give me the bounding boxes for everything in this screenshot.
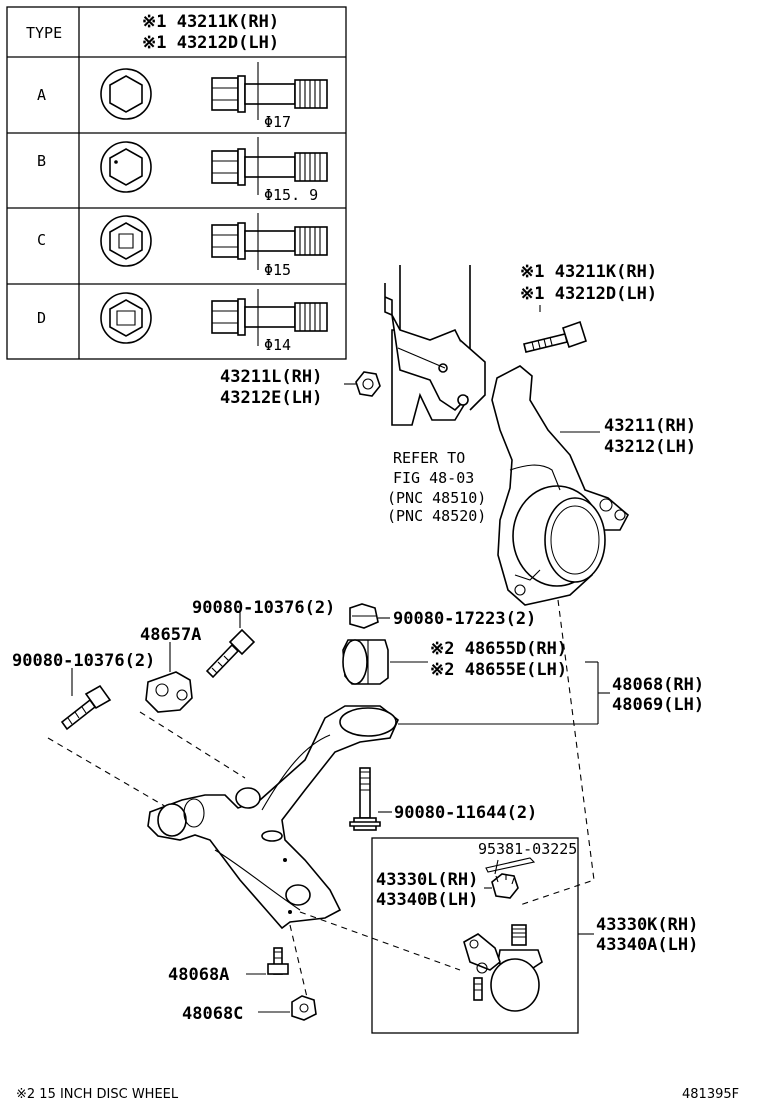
bushing-icon — [342, 639, 389, 685]
table-header-part-lh: ※1 43212D(LH) — [142, 33, 279, 53]
footer-note: ※2 15 INCH DISC WHEEL — [16, 1087, 179, 1102]
callout-cotter-pin: 95381-03225 — [478, 840, 577, 858]
castle-nut-icon — [491, 873, 519, 899]
bolt-side-view-icon — [211, 289, 328, 346]
arm-bolt-icon — [349, 767, 381, 831]
diameter-label: Φ14 — [264, 336, 291, 354]
callout-bolt-10376-left: 90080-10376(2) — [12, 651, 155, 671]
bracket-icon — [145, 671, 193, 713]
bolt-side-view-icon — [211, 137, 328, 195]
hex-head-end-view-icon — [100, 215, 152, 267]
strut-nut-icon — [355, 371, 381, 397]
type-label: B — [37, 152, 46, 170]
hex-head-end-view-icon — [100, 141, 152, 193]
callout-arm-rh: 48068(RH) — [612, 675, 704, 695]
strut-bolt-icon — [523, 320, 587, 353]
table-header-type: TYPE — [26, 24, 62, 42]
callout-bolt-lh: ※1 43212D(LH) — [520, 284, 657, 304]
diameter-label: Φ15. 9 — [264, 186, 318, 204]
type-label: C — [37, 231, 46, 249]
steering-knuckle — [491, 365, 630, 606]
callout-bolt-rh: ※1 43211K(RH) — [520, 262, 657, 282]
callout-bushing-lh: ※2 48655E(LH) — [430, 660, 567, 680]
table-row: A Φ17 — [37, 62, 328, 131]
flange-nut-icon — [349, 603, 379, 629]
callout-nut-c: 48068C — [182, 1004, 243, 1024]
strut-assembly — [384, 265, 486, 426]
stud-bolt-icon — [267, 947, 289, 975]
bracket-bolt-icon — [60, 684, 112, 731]
callout-nut-rh: 43211L(RH) — [220, 367, 322, 387]
callout-bushing-rh: ※2 48655D(RH) — [430, 639, 567, 659]
pnc-line-2: (PNC 48520) — [387, 507, 486, 525]
bolt-side-view-icon — [211, 62, 328, 120]
ball-joint-group-box — [371, 837, 579, 1034]
table-row: B Φ15. 9 — [37, 137, 328, 204]
lower-control-arm — [147, 705, 399, 930]
callout-arm-lh: 48069(LH) — [612, 695, 704, 715]
callout-ball-nut-lh: 43340B(LH) — [376, 890, 478, 910]
callout-stud: 48068A — [168, 965, 229, 985]
callout-ball-nut-rh: 43330L(RH) — [376, 870, 478, 890]
table-row: C Φ15 — [37, 213, 328, 279]
pnc-line-1: (PNC 48510) — [387, 489, 486, 507]
type-label: A — [37, 86, 46, 104]
callout-ball-joint-rh: 43330K(RH) — [596, 915, 698, 935]
diameter-label: Φ17 — [264, 113, 291, 131]
callout-bolt-11644: 90080-11644(2) — [394, 803, 537, 823]
bolt-side-view-icon — [211, 213, 328, 270]
cotter-pin-icon — [485, 857, 536, 875]
refer-to-line-2: FIG 48-03 — [393, 469, 474, 487]
callout-knuckle-lh: 43212(LH) — [604, 437, 696, 457]
callout-bracket: 48657A — [140, 625, 201, 645]
callout-nut-17223: 90080-17223(2) — [393, 609, 536, 629]
bracket-bolt-icon — [205, 628, 256, 679]
callout-ball-joint-lh: 43340A(LH) — [596, 935, 698, 955]
callout-knuckle-rh: 43211(RH) — [604, 416, 696, 436]
table-header-part-rh: ※1 43211K(RH) — [142, 12, 279, 32]
ball-joint-icon — [463, 924, 543, 1012]
type-table: TYPE ※1 43211K(RH) ※1 43212D(LH) A Φ17 — [6, 6, 347, 360]
diameter-label: Φ15 — [264, 261, 291, 279]
hex-head-end-view-icon — [100, 68, 152, 120]
callout-bolt-10376-right: 90080-10376(2) — [192, 598, 335, 618]
hex-head-end-view-icon — [100, 292, 152, 344]
nut-icon — [291, 995, 317, 1021]
table-row: D Φ14 — [37, 289, 328, 354]
refer-to-line-1: REFER TO — [393, 449, 465, 467]
type-label: D — [37, 309, 46, 327]
callout-nut-lh: 43212E(LH) — [220, 388, 322, 408]
figure-code: 481395F — [682, 1087, 739, 1102]
